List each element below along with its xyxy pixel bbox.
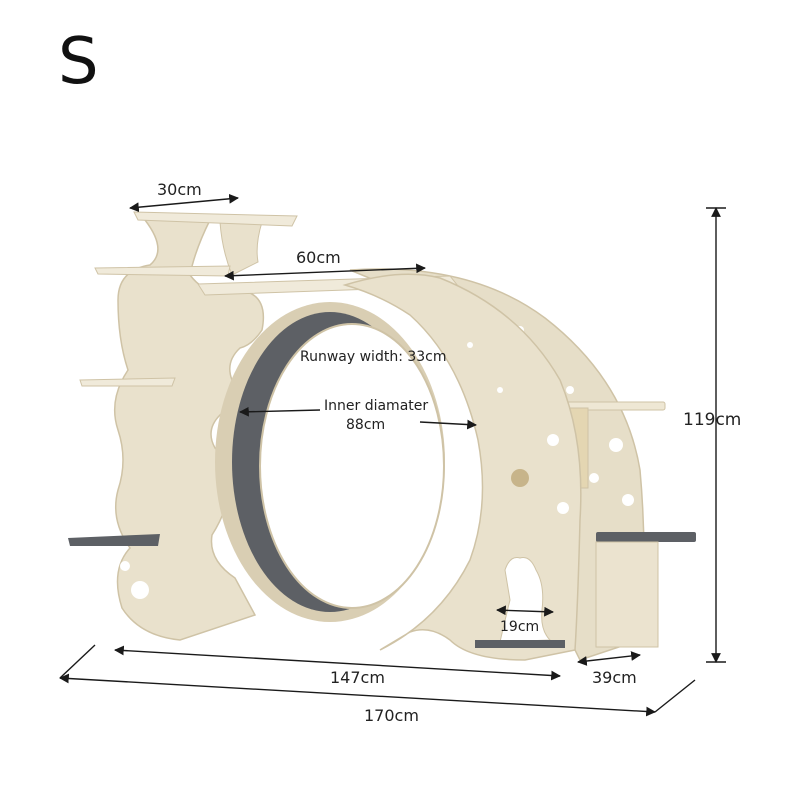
cat-door-label: 19cm <box>500 619 540 635</box>
base-length-label: 147cm <box>330 668 385 687</box>
inner-diameter-label: Inner diamater <box>324 398 429 414</box>
bridge-length-label: 60cm <box>296 248 341 267</box>
top-platform-width-label: 30cm <box>157 180 202 199</box>
wheel <box>215 302 445 622</box>
depth-label: 39cm <box>592 668 637 687</box>
dimension-lines <box>59 193 726 717</box>
inner-diameter-value: 88cm <box>346 417 386 433</box>
size-label: S <box>58 25 99 99</box>
runway-width-label: Runway width: 33cm <box>300 349 447 365</box>
height-label: 119cm <box>683 410 742 430</box>
left-tower <box>68 211 298 641</box>
overall-length-label: 170cm <box>364 706 419 725</box>
front-panel <box>342 273 582 661</box>
